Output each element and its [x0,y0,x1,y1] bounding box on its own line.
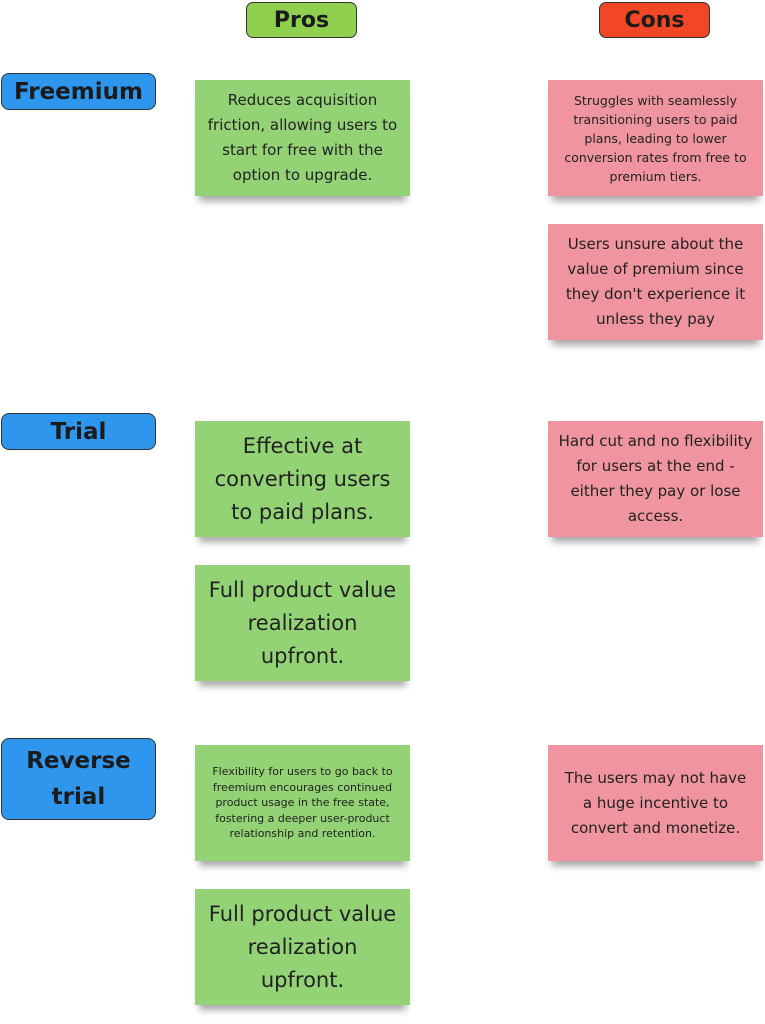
sticky-note-con: Struggles with seamlessly transitioning … [548,80,763,196]
row-label-trial: Trial [1,413,156,450]
sticky-note-con: The users may not have a huge incentive … [548,745,763,861]
sticky-note-pro: Reduces acquisition friction, allowing u… [195,80,410,196]
sticky-note-pro: Full product value realization upfront. [195,889,410,1005]
sticky-note-con: Hard cut and no flexibility for users at… [548,421,763,537]
row-label-reverse-trial: Reverse trial [1,738,156,820]
sticky-note-pro: Flexibility for users to go back to free… [195,745,410,861]
row-label-freemium: Freemium [1,73,156,110]
pros-header: Pros [246,2,357,38]
sticky-note-con: Users unsure about the value of premium … [548,224,763,340]
cons-header: Cons [599,2,710,38]
sticky-note-pro: Full product value realization upfront. [195,565,410,681]
sticky-note-pro: Effective at converting users to paid pl… [195,421,410,537]
